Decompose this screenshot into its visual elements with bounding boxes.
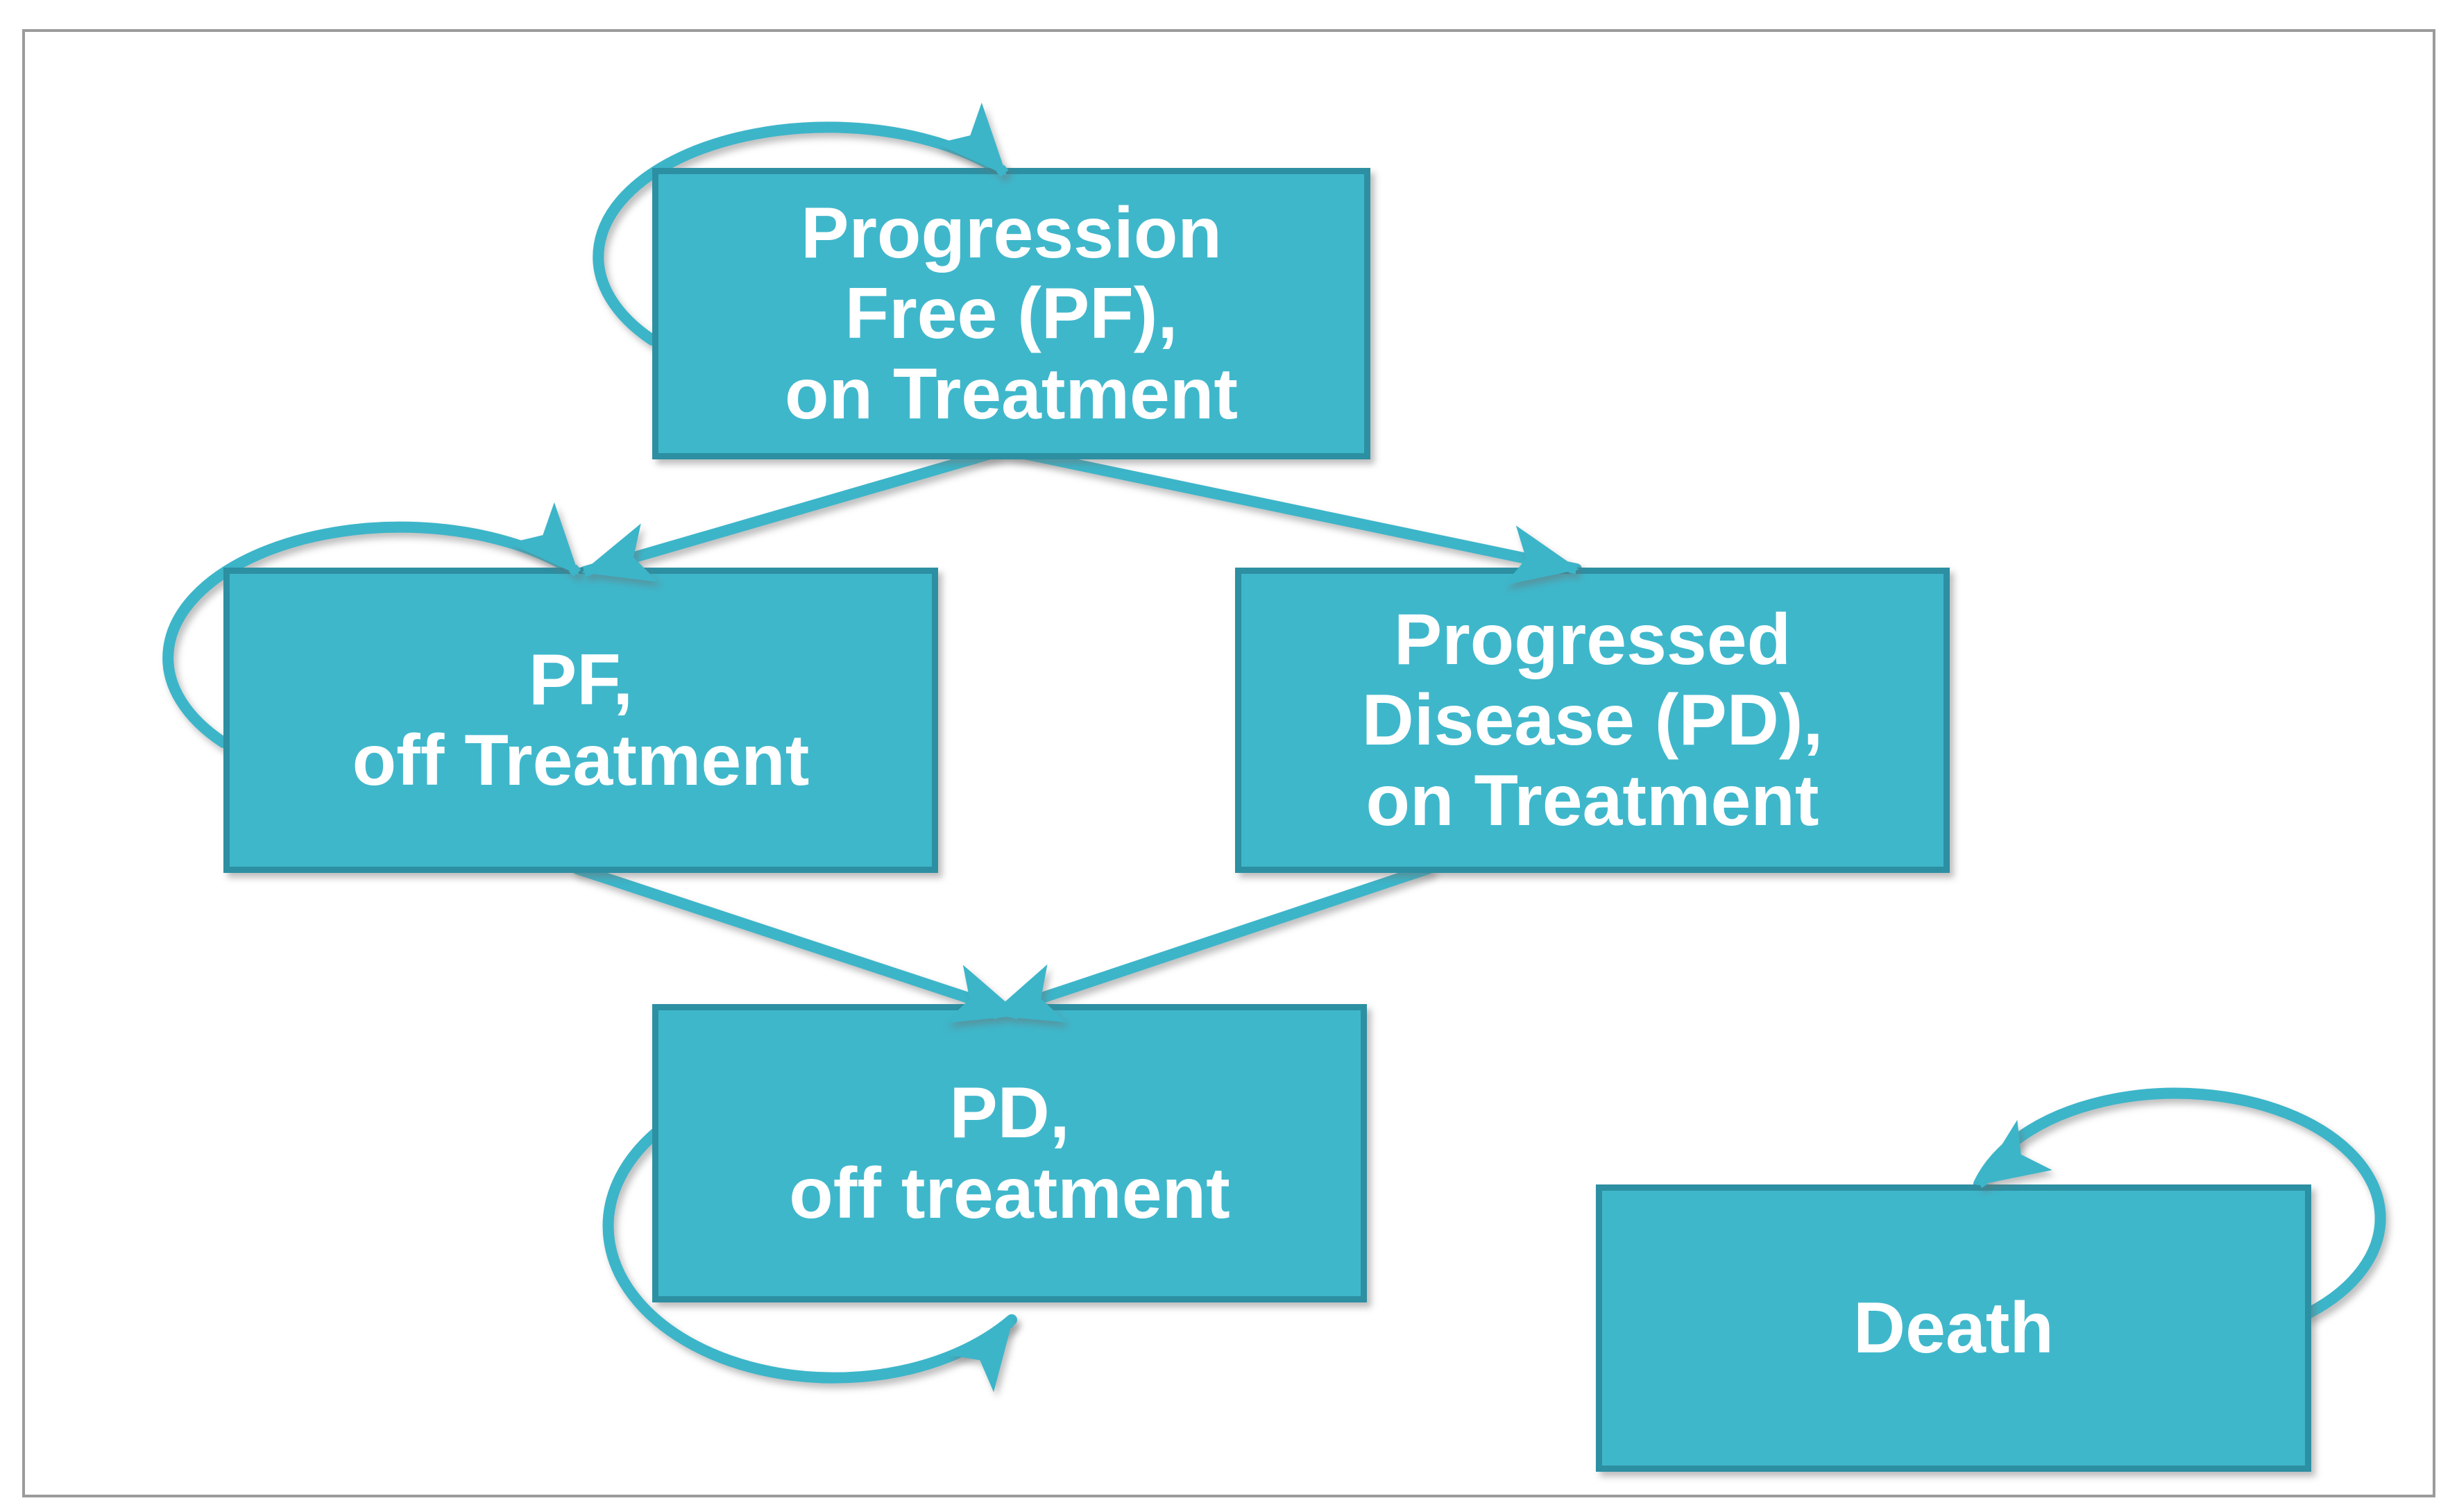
state-box-pf-on-treatment: Progression Free (PF), on Treatment: [652, 168, 1370, 459]
state-box-pd-off-treatment: PD, off treatment: [652, 1004, 1367, 1302]
state-box-pd-on-treatment: Progressed Disease (PD), on Treatment: [1235, 568, 1950, 873]
diagram-outer-frame: [22, 29, 2435, 1497]
state-label-line: on Treatment: [1366, 761, 1819, 841]
state-box-pf-off-treatment: PF, off Treatment: [223, 568, 938, 873]
state-label-line: Progression: [801, 193, 1222, 273]
state-label-line: Free (PF),: [844, 273, 1178, 354]
state-label-line: Progressed: [1393, 600, 1792, 680]
state-label-line: PF,: [528, 640, 633, 720]
state-label-line: Disease (PD),: [1361, 680, 1823, 761]
state-label-line: off treatment: [789, 1153, 1230, 1234]
state-box-death: Death: [1596, 1184, 2311, 1472]
state-label-line: on Treatment: [785, 354, 1238, 434]
state-label-line: PD,: [949, 1073, 1070, 1153]
state-label-line: Death: [1853, 1288, 2054, 1368]
state-label-line: off Treatment: [352, 720, 810, 801]
